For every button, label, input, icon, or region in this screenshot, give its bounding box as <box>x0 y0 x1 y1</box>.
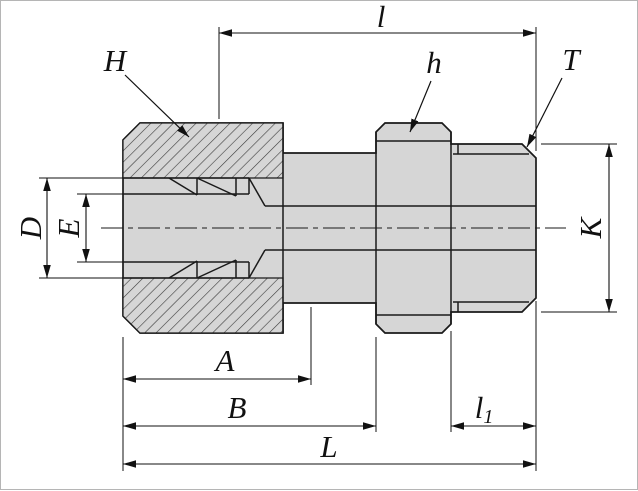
label-overall-l: L <box>319 429 337 464</box>
nut-section <box>122 122 284 334</box>
label-e: E <box>51 218 86 238</box>
internal-lines <box>123 123 536 333</box>
label-hex: h <box>426 45 442 80</box>
leader-hex <box>409 80 432 133</box>
dimension-labels: l H h T D E K A B l1 L <box>13 1 608 464</box>
front-ferrule-slope-top <box>196 177 237 197</box>
back-ferrule-slope-top <box>168 177 198 196</box>
leader-lines <box>124 74 563 148</box>
label-d: D <box>13 217 48 240</box>
body-cone-bottom <box>248 249 266 279</box>
dimension-lines <box>43 29 613 468</box>
leader-h-nut <box>124 74 190 138</box>
label-l1: l1 <box>475 390 494 428</box>
label-l1-sub: 1 <box>483 406 493 428</box>
nut-section-hatch-bottom <box>122 277 284 334</box>
back-ferrule-slope-bottom <box>168 260 198 279</box>
front-ferrule-slope-bottom <box>196 259 237 279</box>
label-k: K <box>573 215 608 239</box>
label-h-nut: H <box>103 43 128 78</box>
leader-thread <box>526 77 563 148</box>
label-thread: T <box>562 42 582 77</box>
nut-section-hatch-top <box>122 122 284 179</box>
label-l: l <box>377 1 386 34</box>
body-cone-top <box>248 177 266 207</box>
label-l1-main: l <box>475 390 484 425</box>
label-b: B <box>228 390 247 425</box>
label-a: A <box>214 343 236 378</box>
